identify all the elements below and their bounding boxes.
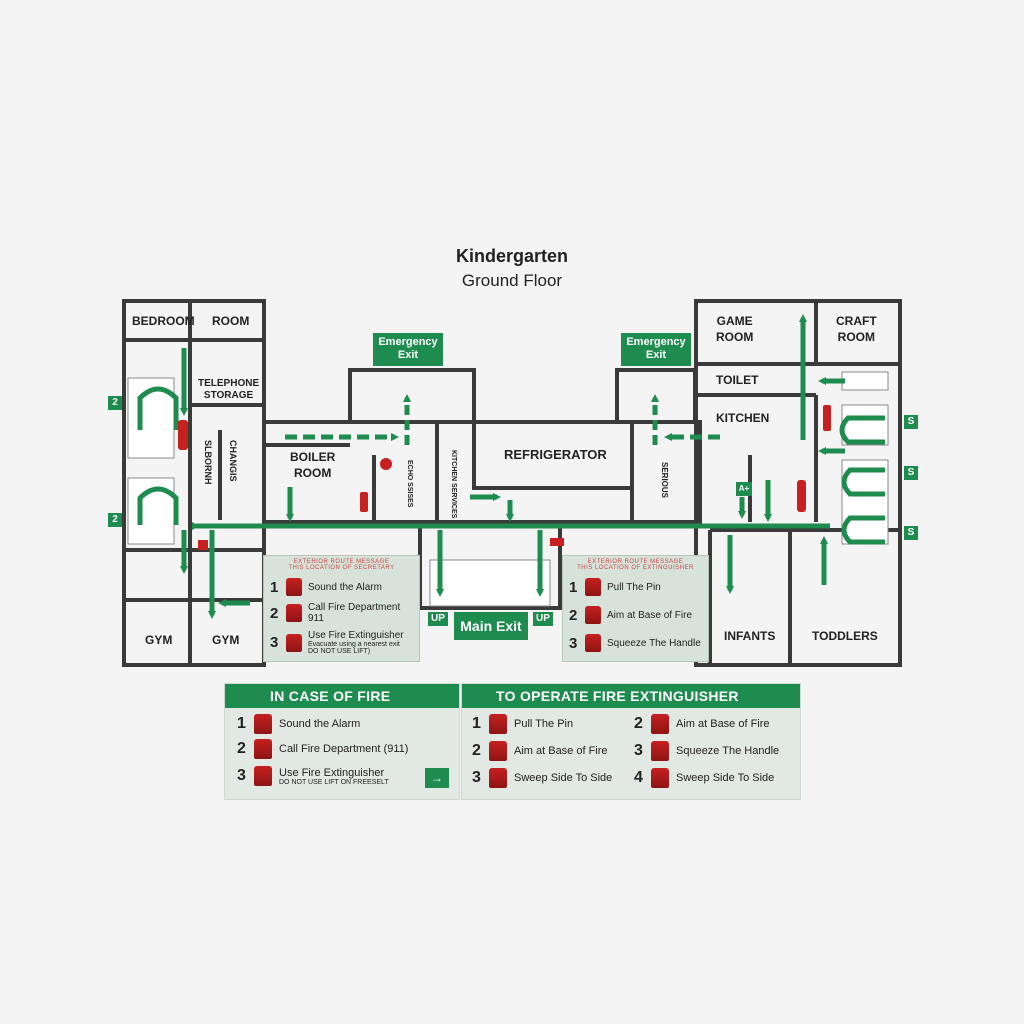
alarm-icon <box>254 714 272 734</box>
fire-step-1: 1 Sound the Alarm <box>237 714 361 734</box>
room-vertical-d: ECHO SSISES <box>406 460 413 508</box>
up-sign-right: UP <box>533 612 553 626</box>
ext-right-step-3: 4 Sweep Side To Side <box>634 768 775 788</box>
plan-title: Kindergarten <box>455 246 569 266</box>
emergency-exit-left-sign: Emergency Exit <box>373 333 443 366</box>
inner-right-header: EXTERIOR ROUTE MESSAGE THIS LOCATION OF … <box>577 559 694 571</box>
room-kitchen: KITCHEN <box>716 411 770 425</box>
room-vertical-b: CHANGIS <box>228 440 238 482</box>
room-refrigerator: REFRIGERATOR <box>504 447 607 462</box>
running-exit-icon: → <box>425 768 449 788</box>
room-boiler: BOILER ROOM <box>290 450 336 480</box>
extinguisher-icon <box>585 578 601 596</box>
hose-icon <box>489 741 507 761</box>
ext-left-step-3: 3 Sweep Side To Side <box>472 768 613 788</box>
room-infants: INFANTS <box>724 629 776 643</box>
stair-number-left-bottom: 2 <box>108 513 122 527</box>
inner-right-step-2: 2 Aim at Base of Fire <box>569 606 693 624</box>
panel-ext-title: TO OPERATE FIRE EXTINGUISHER <box>462 684 800 708</box>
room-craft: CRAFT ROOM <box>836 314 877 344</box>
inner-panel-fire-steps: EXTERIOR ROUTE MESSAGE THIS LOCATION OF … <box>263 555 420 662</box>
handle-icon <box>585 634 601 652</box>
hose-icon <box>585 606 601 624</box>
first-aid-sign: A+ <box>736 482 752 496</box>
stair-sign-right-1: S <box>904 415 918 429</box>
sweep-icon <box>651 768 669 788</box>
inner-left-header: EXTERIOR ROUTE MESSAGE THIS LOCATION OF … <box>288 559 395 571</box>
room-game: GAME ROOM <box>716 314 754 344</box>
ext-left-step-1: 1 Pull The Pin <box>472 714 574 734</box>
stair-number-left-top: 2 <box>108 396 122 410</box>
extinguisher-icon <box>286 633 302 652</box>
ext-left-step-2: 2 Aim at Base of Fire <box>472 741 608 761</box>
room-room: ROOM <box>212 314 250 328</box>
ext-right-step-1: 2 Aim at Base of Fire <box>634 714 770 734</box>
main-exit-sign: Main Exit <box>454 612 528 640</box>
room-telephone-storage: TELEPHONE STORAGE <box>198 378 260 401</box>
room-gym-2: GYM <box>212 633 240 647</box>
emergency-exit-right-sign: Emergency Exit <box>621 333 691 366</box>
inner-left-step-2: 2 Call Fire Department 911 <box>270 602 401 624</box>
room-vertical-a: SLBORNH <box>203 440 213 485</box>
room-bedroom: BEDROOM <box>132 314 195 328</box>
room-vertical-e: KITCHEN SERVICES <box>450 450 457 519</box>
hose-icon <box>651 714 669 734</box>
extinguisher-icon <box>489 714 507 734</box>
panel-in-case-of-fire: IN CASE OF FIRE 1 Sound the Alarm 2 Call… <box>224 683 460 800</box>
walls <box>122 299 902 667</box>
inner-right-step-1: 1 Pull The Pin <box>569 578 661 596</box>
panel-operate-extinguisher: TO OPERATE FIRE EXTINGUISHER 1 Pull The … <box>461 683 801 800</box>
phone-icon <box>286 604 302 622</box>
phone-icon <box>254 739 272 759</box>
plan-subtitle: Ground Floor <box>461 271 563 290</box>
alarm-icon <box>286 578 302 596</box>
ext-right-step-2: 3 Squeeze The Handle <box>634 741 780 761</box>
inner-right-step-3: 3 Squeeze The Handle <box>569 634 701 652</box>
fire-step-2: 2 Call Fire Department (911) <box>237 739 409 759</box>
room-toddlers: TODDLERS <box>812 629 878 643</box>
sweep-icon <box>489 768 507 788</box>
room-gym-1: GYM <box>145 633 173 647</box>
up-sign-left: UP <box>428 612 448 626</box>
inner-panel-extinguisher-steps: EXTERIOR ROUTE MESSAGE THIS LOCATION OF … <box>562 555 709 662</box>
stair-sign-right-3: S <box>904 526 918 540</box>
handle-icon <box>651 741 669 761</box>
room-toilet: TOILET <box>716 373 759 387</box>
evacuation-routes <box>137 314 885 619</box>
extinguisher-icon <box>254 766 272 786</box>
room-vertical-c: SERIOUS <box>660 462 669 499</box>
extinguishers <box>178 405 831 550</box>
panel-fire-title: IN CASE OF FIRE <box>225 684 459 708</box>
stair-sign-right-2: S <box>904 466 918 480</box>
inner-left-step-1: 1 Sound the Alarm <box>270 578 382 596</box>
